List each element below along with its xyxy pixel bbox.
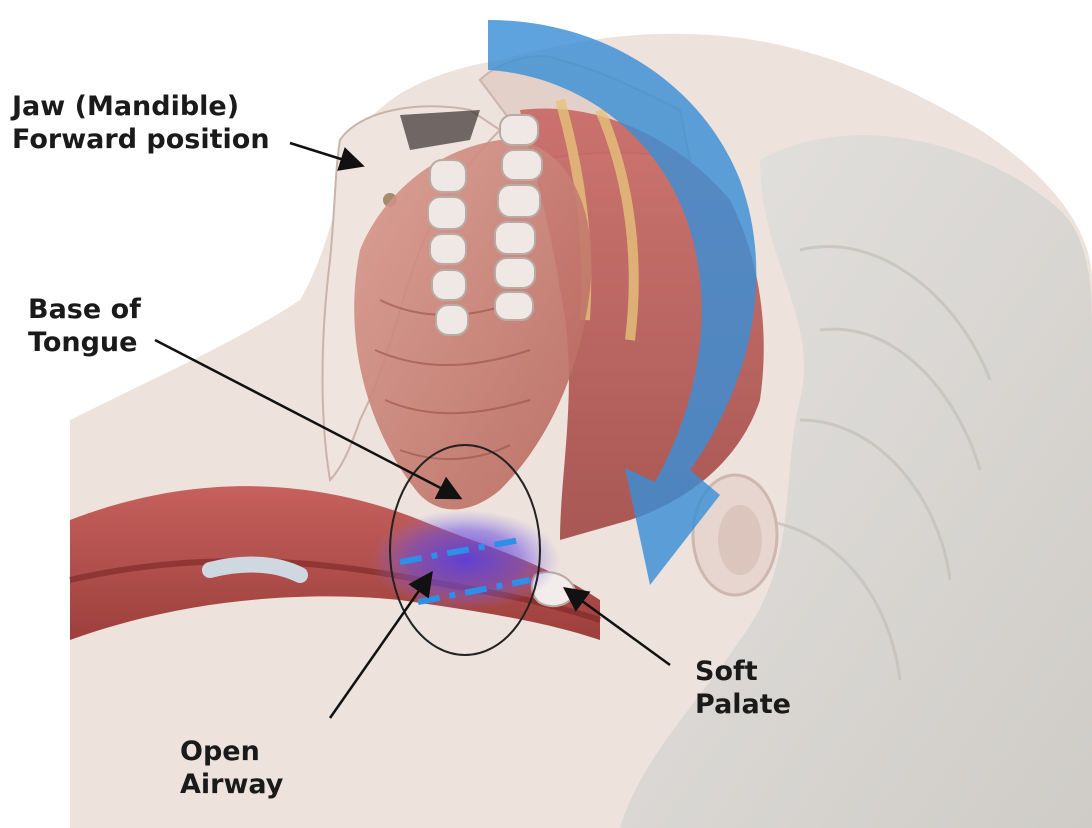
open-airway-highlight — [370, 510, 560, 610]
tongue-label-line-2: Tongue — [28, 326, 141, 359]
airway-label: Open Airway — [180, 735, 283, 801]
tongue-label: Base of Tongue — [28, 293, 141, 359]
airway-label-line-2: Airway — [180, 768, 283, 801]
jaw-label: Jaw (Mandible) Forward position — [12, 90, 270, 156]
tongue-label-line-1: Base of — [28, 293, 141, 326]
jaw-label-line-2: Forward position — [12, 123, 270, 156]
palate-label-line-1: Soft — [695, 655, 791, 688]
palate-label-line-2: Palate — [695, 688, 791, 721]
airway-label-line-1: Open — [180, 735, 283, 768]
jaw-label-line-1: Jaw (Mandible) — [12, 90, 270, 123]
palate-label: Soft Palate — [695, 655, 791, 721]
